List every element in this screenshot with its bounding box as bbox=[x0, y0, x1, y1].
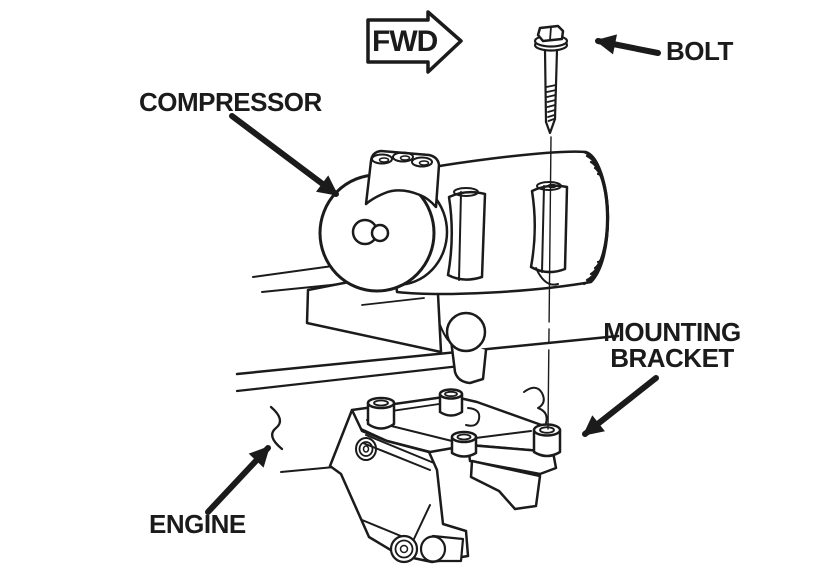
bolt-label: BOLT bbox=[666, 36, 733, 66]
compressor-pulley-grooves bbox=[582, 150, 610, 286]
compressor-leader-arrow bbox=[229, 113, 339, 197]
mounting-bracket-label-line1: MOUNTING bbox=[603, 317, 741, 347]
engine-label: ENGINE bbox=[149, 509, 246, 539]
bolt-shaft bbox=[543, 48, 559, 135]
bracket-bolt-bosses bbox=[366, 388, 562, 458]
mounting-bracket-label-line2: BRACKET bbox=[610, 343, 734, 373]
engine-break-line bbox=[269, 405, 284, 451]
compressor-mounting-lugs bbox=[446, 181, 569, 286]
bracket-pin bbox=[419, 535, 447, 563]
fwd-direction-arrow bbox=[366, 10, 463, 74]
compressor-drawing bbox=[318, 149, 610, 296]
compressor-port-fitting bbox=[364, 149, 441, 209]
mounting-bracket-drawing bbox=[328, 386, 562, 564]
leader-arrows bbox=[205, 34, 661, 515]
bolt-leader-arrow bbox=[594, 34, 661, 56]
bolt-drawing bbox=[533, 24, 569, 135]
bolt-centerline bbox=[547, 136, 552, 430]
engine-block-drawing bbox=[235, 263, 620, 473]
compressor-label: COMPRESSOR bbox=[139, 87, 322, 117]
engine-boss bbox=[445, 311, 487, 353]
engine-leader-arrow bbox=[205, 445, 271, 515]
mounting-bracket-leader-arrow bbox=[582, 375, 659, 437]
fwd-label: FWD bbox=[372, 25, 438, 58]
mounting-bracket-label: MOUNTING BRACKET bbox=[596, 319, 748, 371]
